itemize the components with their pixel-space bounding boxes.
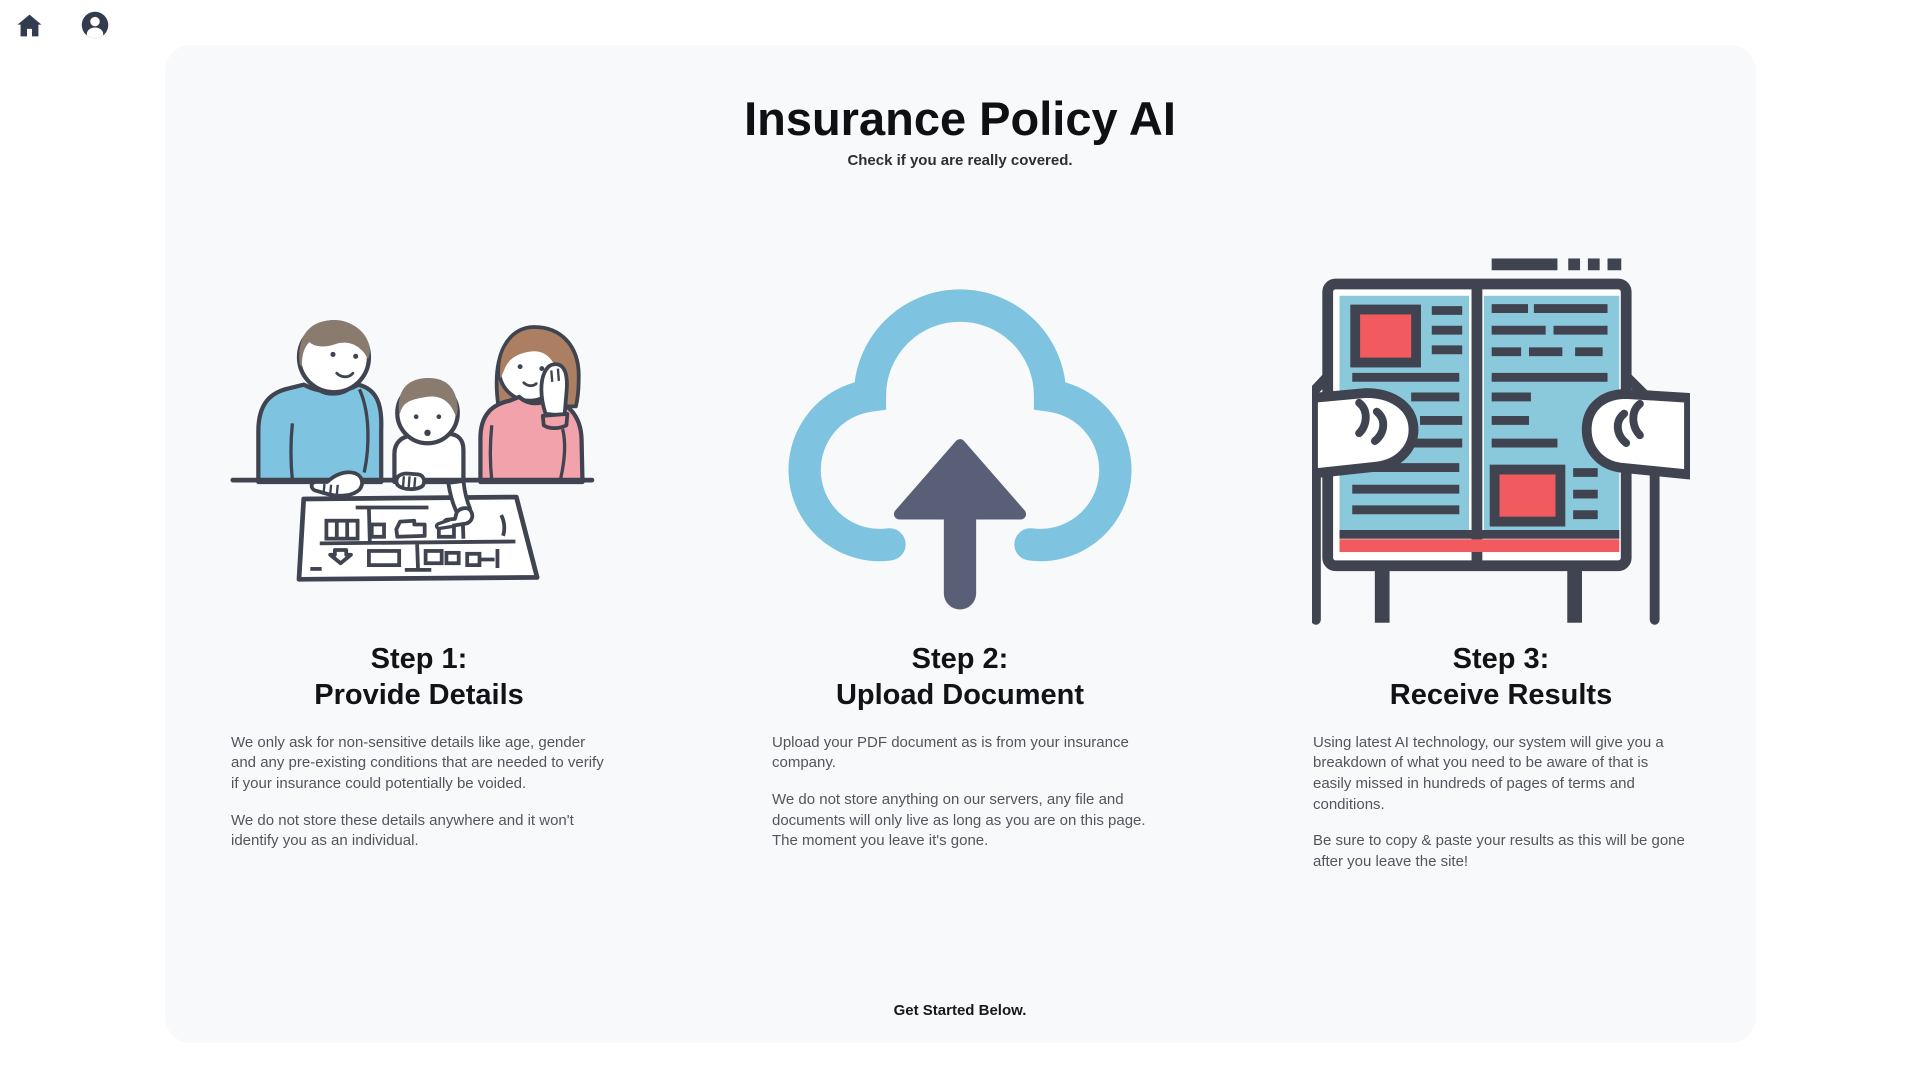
step-2-paragraph-2: We do not store anything on our servers,…: [772, 790, 1146, 850]
step-3-paragraph-1: Using latest AI technology, our system w…: [1313, 733, 1664, 813]
red-strip: [1339, 539, 1620, 553]
cloud-outline: [788, 289, 1132, 562]
right-page-content: [1489, 304, 1608, 527]
step-2-paragraph-1: Upload your PDF document as is from your…: [772, 733, 1129, 772]
step-2-illustration-box: [771, 191, 1149, 641]
child-figure: [392, 377, 466, 485]
right-leg: [1567, 565, 1582, 623]
upload-arrow: [893, 439, 1027, 610]
home-icon: [17, 14, 41, 36]
step-3-heading-line2: Receive Results: [1389, 679, 1613, 712]
step-1-column: Step 1: Provide Details We only ask for n…: [230, 191, 608, 873]
reading-document-illustration: [1312, 258, 1690, 625]
top-navigation: [14, 10, 110, 40]
account-button[interactable]: [80, 10, 110, 40]
page-title: Insurance Policy AI: [744, 92, 1176, 145]
step-3-illustration-box: [1312, 191, 1690, 641]
cloud-upload-icon: [788, 289, 1132, 610]
steps-row: Step 1: Provide Details We only ask for n…: [230, 191, 1690, 873]
pointing-hands: [309, 470, 475, 531]
woman-figure: [478, 325, 585, 485]
step-2-heading-line2: Upload Document: [835, 679, 1085, 712]
man-figure: [256, 320, 384, 485]
family-illustration: [230, 320, 595, 582]
get-started-text: Get Started Below.: [893, 1002, 1027, 1019]
home-button[interactable]: [14, 10, 44, 40]
step-1-heading-line2: Provide Details: [314, 679, 524, 712]
left-hand: [1312, 388, 1419, 479]
document-map: [296, 494, 540, 582]
step-3-heading: Step 3: Receive Results: [1390, 641, 1612, 714]
step-3-paragraph-2: Be sure to copy & paste your results as …: [1313, 832, 1685, 870]
step-1-paragraph-2: We do not store these details anywhere a…: [231, 811, 574, 850]
step-1-paragraph-1: We only ask for non-sensitive details li…: [231, 733, 604, 792]
top-dashes: [1491, 258, 1622, 271]
step-2-heading-line1: Step 2:: [911, 643, 1009, 675]
page-subtitle: Check if you are really covered.: [847, 152, 1073, 169]
main-card: Insurance Policy AI Check if you are rea…: [164, 45, 1756, 1043]
step-2-column: Step 2: Upload Document Upload your PDF d…: [771, 191, 1149, 873]
step-3-column: Step 3: Receive Results Using latest AI t…: [1312, 191, 1690, 873]
right-hand: [1581, 389, 1690, 480]
step-2-heading: Step 2: Upload Document: [836, 641, 1084, 714]
account-circle-icon: [81, 11, 109, 39]
step-1-heading: Step 1: Provide Details: [314, 641, 524, 714]
left-leg: [1374, 565, 1390, 623]
step-1-heading-line1: Step 1:: [370, 643, 468, 675]
step-1-illustration-box: [230, 191, 608, 641]
left-page-content: [1350, 304, 1463, 515]
step-3-heading-line1: Step 3:: [1452, 643, 1550, 675]
hero: Insurance Policy AI Check if you are rea…: [165, 45, 1756, 169]
